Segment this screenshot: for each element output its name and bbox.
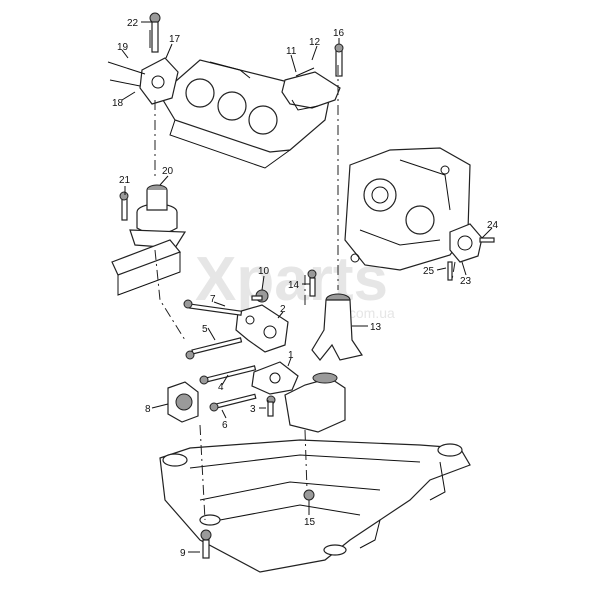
engine-mount-bracket-2 xyxy=(235,304,289,353)
rubber-mount-8 xyxy=(167,381,199,423)
callout-25: 25 xyxy=(423,266,435,277)
callout-labels: 22 19 17 18 11 12 16 20 21 24 23 25 10 1… xyxy=(112,18,499,559)
callout-14: 14 xyxy=(288,280,300,291)
engine-mount-20 xyxy=(129,184,187,249)
callout-1: 1 xyxy=(288,350,294,361)
watermark-main: Xparts xyxy=(195,245,388,314)
gearbox-bracket-upper xyxy=(281,43,344,111)
gearbox-mount-23 xyxy=(447,223,495,281)
bolt-14 xyxy=(307,269,317,297)
callout-6: 6 xyxy=(222,420,228,431)
callout-leaders xyxy=(121,21,493,553)
callout-23: 23 xyxy=(460,276,472,287)
watermark-sub: .com.ua xyxy=(345,305,395,321)
gearbox-support-13 xyxy=(311,293,363,361)
callout-22: 22 xyxy=(127,18,139,29)
callout-2: 2 xyxy=(280,304,286,315)
callout-9: 9 xyxy=(180,548,186,559)
subframe xyxy=(159,439,471,573)
callout-18: 18 xyxy=(112,98,124,109)
callout-11: 11 xyxy=(286,46,297,57)
subframe-mount-block xyxy=(284,372,346,433)
bolt-9 xyxy=(200,529,212,559)
callout-4: 4 xyxy=(218,382,224,393)
bolt-4 xyxy=(199,365,257,385)
callout-20: 20 xyxy=(162,166,174,177)
engine-mount-bracket-1 xyxy=(251,361,299,395)
callout-17: 17 xyxy=(169,34,181,45)
callout-10: 10 xyxy=(258,266,270,277)
callout-7: 7 xyxy=(210,294,216,305)
frame-rail-left xyxy=(111,239,182,296)
gearbox xyxy=(344,147,471,271)
callout-24: 24 xyxy=(487,220,499,231)
callout-12: 12 xyxy=(309,37,321,48)
callout-13: 13 xyxy=(370,322,382,333)
callout-8: 8 xyxy=(145,404,151,415)
bolt-21 xyxy=(119,191,129,221)
bolt-10 xyxy=(251,289,269,303)
bolt-7 xyxy=(183,299,243,316)
callout-19: 19 xyxy=(117,42,129,53)
assembly-lines xyxy=(154,65,456,521)
callout-15: 15 xyxy=(304,517,316,528)
callout-5: 5 xyxy=(202,324,208,335)
callout-16: 16 xyxy=(333,28,345,39)
bolt-6 xyxy=(209,393,257,412)
callout-21: 21 xyxy=(119,175,131,186)
bolt-15 xyxy=(303,489,315,501)
callout-3: 3 xyxy=(250,404,256,415)
bolt-5 xyxy=(185,337,243,360)
engine-mount-bracket-upper xyxy=(107,12,179,105)
